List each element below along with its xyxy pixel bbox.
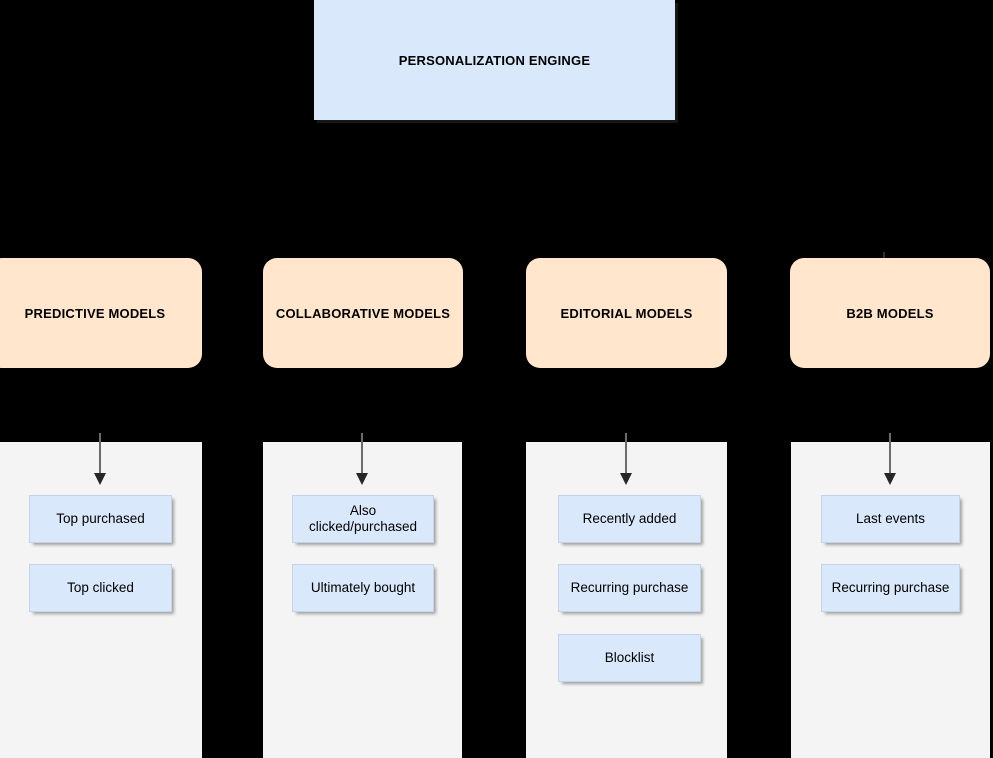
- model-label-editorial: EDITORIAL MODELS: [560, 305, 693, 321]
- arrow-shaft: [361, 433, 363, 477]
- leaf-box[interactable]: Top purchased: [29, 495, 172, 543]
- leaf-label: Blocklist: [604, 650, 655, 666]
- leaf-box[interactable]: Recurring purchase: [558, 564, 701, 612]
- model-box-collaborative[interactable]: COLLABORATIVE MODELS: [263, 258, 463, 368]
- connector-stub-b2b: [883, 252, 885, 262]
- personalization-engine-label: PERSONALIZATION ENGINGE: [398, 52, 591, 68]
- leaf-label: Top clicked: [67, 580, 134, 596]
- leaf-box[interactable]: Also clicked/purchased: [292, 495, 434, 543]
- model-box-predictive[interactable]: PREDICTIVE MODELS: [0, 258, 202, 368]
- arrow-shaft: [99, 433, 101, 477]
- leaf-label: Also clicked/purchased: [308, 503, 418, 534]
- arrow-down-icon-b2b: [883, 433, 897, 489]
- leaf-label: Ultimately bought: [310, 580, 416, 596]
- leaf-box[interactable]: Blocklist: [558, 634, 701, 682]
- leaf-label: Top purchased: [56, 511, 145, 527]
- model-box-editorial[interactable]: EDITORIAL MODELS: [526, 258, 727, 368]
- arrow-head: [884, 473, 896, 485]
- arrow-shaft: [625, 433, 627, 477]
- personalization-engine-box[interactable]: PERSONALIZATION ENGINGE: [314, 0, 675, 120]
- leaf-box[interactable]: Top clicked: [29, 564, 172, 612]
- leaf-label: Recurring purchase: [570, 580, 689, 596]
- model-label-collaborative: COLLABORATIVE MODELS: [275, 305, 451, 321]
- arrow-shaft: [889, 433, 891, 477]
- arrow-head: [620, 473, 632, 485]
- model-label-b2b: B2B MODELS: [846, 305, 934, 321]
- leaf-box[interactable]: Ultimately bought: [292, 564, 434, 612]
- model-label-predictive: PREDICTIVE MODELS: [24, 305, 166, 321]
- leaf-box[interactable]: Last events: [821, 495, 960, 543]
- leaf-label: Recurring purchase: [831, 580, 950, 596]
- leaf-label: Recently added: [582, 511, 677, 527]
- leaf-box[interactable]: Recently added: [558, 495, 701, 543]
- model-box-b2b[interactable]: B2B MODELS: [790, 258, 990, 368]
- arrow-head: [356, 473, 368, 485]
- arrow-down-icon-predictive: [93, 433, 107, 489]
- leaf-label: Last events: [855, 511, 926, 527]
- arrow-head: [94, 473, 106, 485]
- arrow-down-icon-collaborative: [355, 433, 369, 489]
- arrow-down-icon-editorial: [619, 433, 633, 489]
- leaf-box[interactable]: Recurring purchase: [821, 564, 960, 612]
